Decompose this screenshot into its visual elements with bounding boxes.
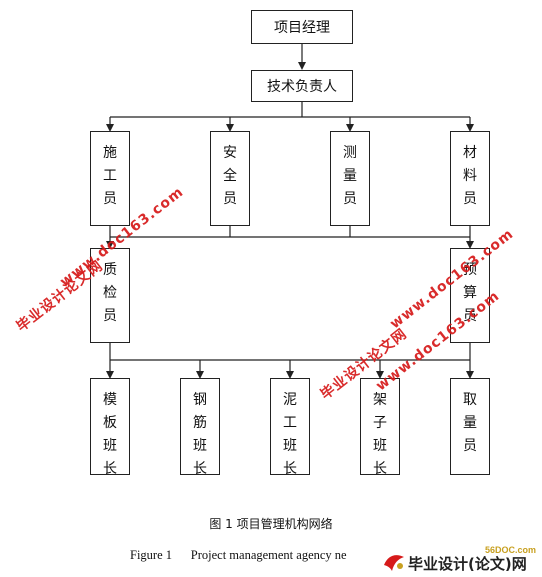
- node-level3-4-label: 材 料 员: [463, 145, 477, 207]
- node-level3-2: 安 全 员: [210, 131, 250, 226]
- logo-domain-text: 56DOC.com: [484, 545, 536, 555]
- figure-caption-en: Figure 1 Project management agency ne: [130, 548, 347, 562]
- node-level5-3: 泥 工 班 长: [270, 378, 310, 477]
- node-level4-2-label: 预 算 员: [463, 262, 477, 324]
- logo-mark-icon: [384, 555, 404, 571]
- node-project-manager: 项目经理: [251, 10, 353, 44]
- node-level5-1-label: 模 板 班 长: [103, 392, 117, 477]
- node-level5-4-label: 架 子 班 长: [373, 392, 387, 477]
- node-level5-1: 模 板 班 长: [90, 378, 130, 477]
- node-level4-2: 预 算 员: [450, 248, 490, 343]
- node-level5-2-label: 钢 筋 班 长: [193, 392, 207, 477]
- node-tech-lead-label: 技术负责人: [267, 79, 337, 95]
- node-level5-3-label: 泥 工 班 长: [283, 392, 297, 477]
- node-level5-5: 取 量 员: [450, 378, 490, 475]
- node-level3-1: 施 工 员: [90, 131, 130, 226]
- node-level3-2-label: 安 全 员: [223, 145, 237, 207]
- site-logo: 56DOC.com 毕业设计(论文)网: [382, 545, 540, 575]
- node-tech-lead: 技术负责人: [251, 70, 353, 102]
- node-level5-2: 钢 筋 班 长: [180, 378, 220, 477]
- node-level3-1-label: 施 工 员: [103, 145, 117, 207]
- node-level5-4: 架 子 班 长: [360, 378, 400, 477]
- node-level3-4: 材 料 员: [450, 131, 490, 226]
- node-level3-3-label: 测 量 员: [343, 145, 357, 207]
- node-level3-3: 测 量 员: [330, 131, 370, 226]
- node-project-manager-label: 项目经理: [274, 20, 330, 36]
- node-level4-1-label: 质 检 员: [103, 262, 117, 324]
- logo-text: 毕业设计(论文)网: [408, 555, 527, 573]
- figure-caption-cn: 图 1 项目管理机构网络: [209, 517, 333, 531]
- node-level4-1: 质 检 员: [90, 248, 130, 343]
- node-level5-5-label: 取 量 员: [463, 392, 477, 454]
